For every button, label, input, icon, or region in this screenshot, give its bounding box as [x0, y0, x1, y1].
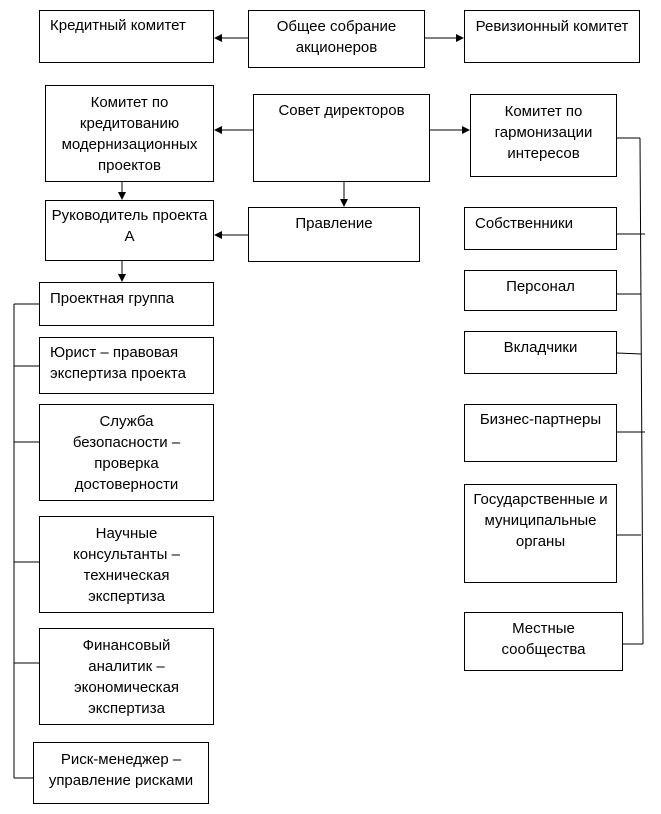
- staff-box: Персонал: [464, 270, 617, 311]
- board-of-directors-box: Совет директоров: [253, 94, 430, 182]
- audit-committee-box: Ревизионный комитет: [464, 10, 640, 63]
- project-group-box: Проектная группа: [39, 282, 214, 326]
- scientific-consultants-box: Научные консультанты – техническая экспе…: [39, 516, 214, 613]
- project-head-box: Руководитель проекта А: [45, 200, 214, 261]
- general-meeting-box: Общее собрание акционеров: [248, 10, 425, 68]
- risk-manager-box: Риск-менеджер – управление рисками: [33, 742, 209, 804]
- security-service-box: Служба безопасности – проверка достоверн…: [39, 404, 214, 501]
- modernization-committee-box: Комитет по кредитованию модернизационных…: [45, 85, 214, 182]
- harmonization-committee-box: Комитет по гармонизации интересов: [470, 94, 617, 177]
- lawyer-box: Юрист – правовая экспертиза проекта: [39, 337, 214, 394]
- management-board-box: Правление: [248, 207, 420, 262]
- financial-analyst-box: Финансовый аналитик – экономическая эксп…: [39, 628, 214, 725]
- business-partners-box: Бизнес-партнеры: [464, 404, 617, 462]
- government-box: Государственные и муниципальные органы: [464, 484, 617, 583]
- owners-box: Собственники: [464, 207, 617, 250]
- local-communities-box: Местные сообщества: [464, 612, 623, 671]
- depositors-box: Вкладчики: [464, 331, 617, 374]
- credit-committee-box: Кредитный комитет: [39, 10, 214, 63]
- right-bracket-vertical: [639, 137, 644, 645]
